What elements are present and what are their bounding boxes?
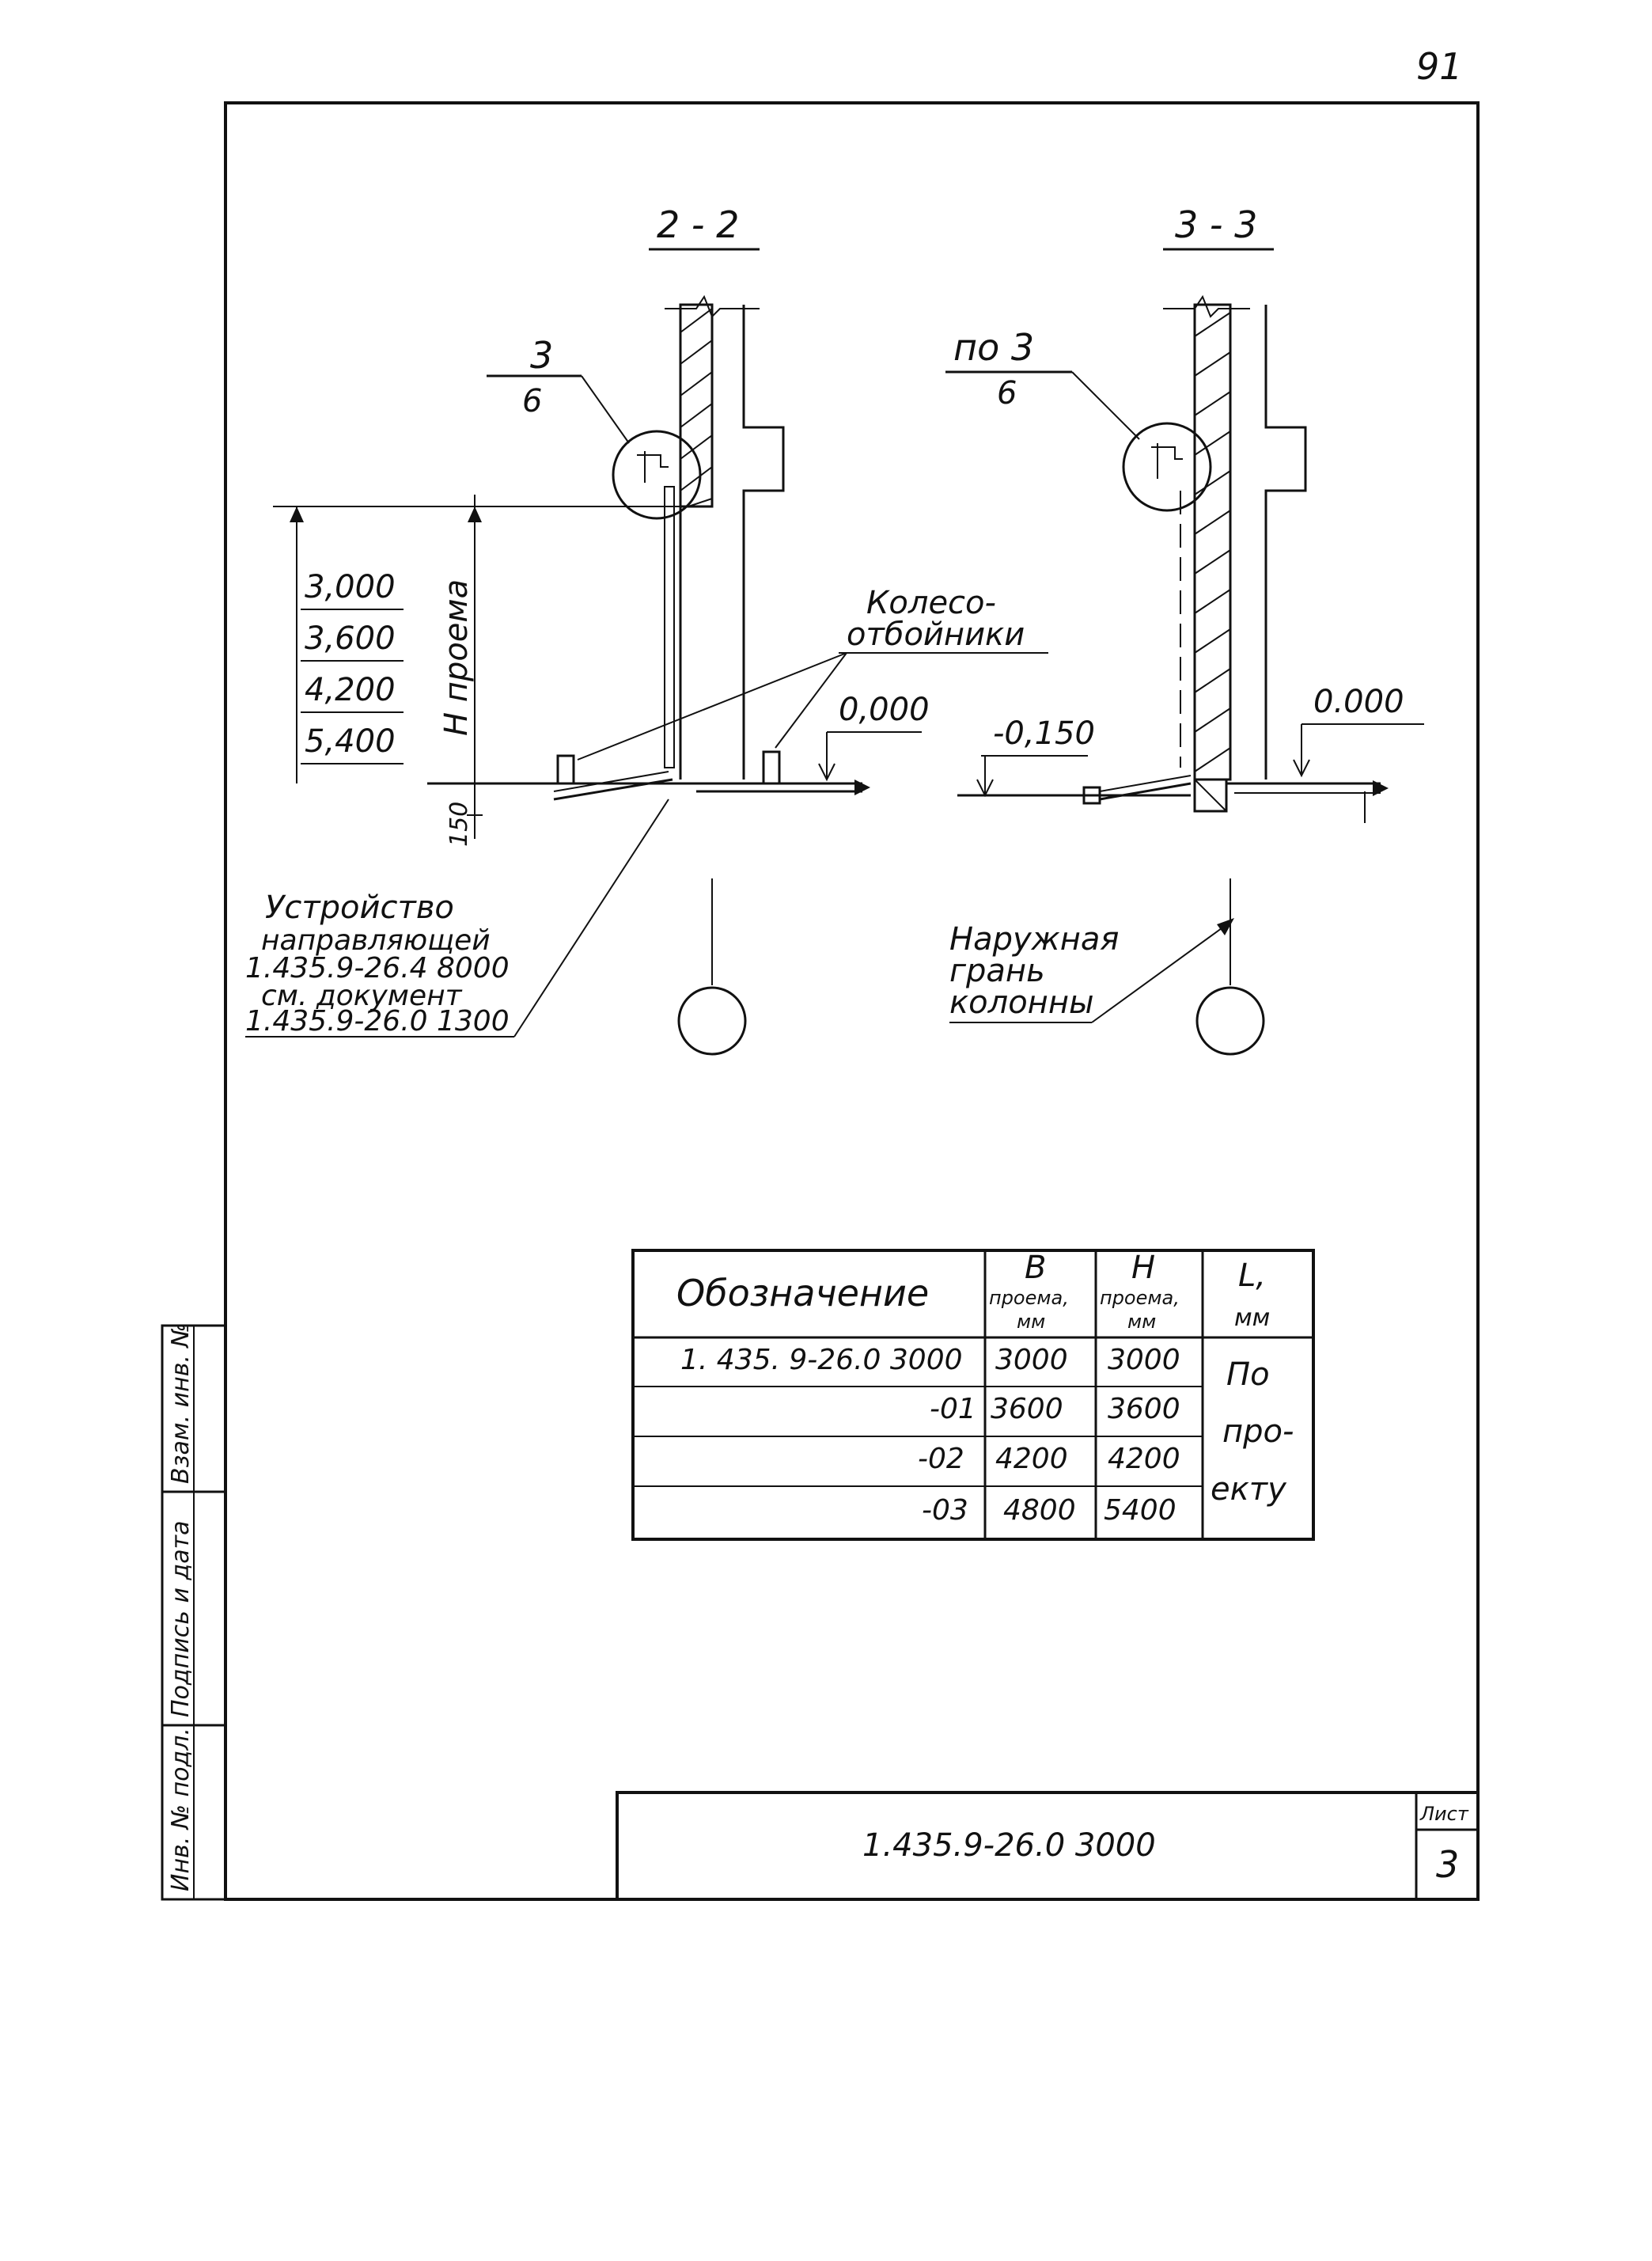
table-row-4-b: 4800 <box>1003 1494 1076 1527</box>
table-row-2-designation: -01 <box>930 1393 976 1425</box>
axis-bubble-right <box>1195 986 1265 1056</box>
height-value-3: 4,200 <box>305 672 396 708</box>
table-row-2-h: 3600 <box>1108 1393 1180 1425</box>
section-3-3-title: 3 - 3 <box>1175 203 1257 246</box>
table-header-l: L, <box>1238 1258 1266 1294</box>
table-l-note-2: про- <box>1222 1413 1294 1450</box>
right-node-sheet: 6 <box>997 375 1017 412</box>
column-face-line-3: колонны <box>949 984 1094 1021</box>
section-2-2-title: 2 - 2 <box>657 203 739 246</box>
table-header-designation: Обозначение <box>676 1272 929 1314</box>
table-row-1-designation: 1. 435. 9-26.0 3000 <box>680 1344 963 1376</box>
title-block: 1.435.9-26.0 3000 Лист 3 <box>616 1791 1480 1901</box>
table-row-1-b: 3000 <box>995 1344 1068 1376</box>
height-value-4: 5,400 <box>305 723 396 760</box>
table-row-2-b: 3600 <box>991 1393 1063 1425</box>
dim-150-label: 150 <box>445 802 473 847</box>
guide-device-line-5: 1.435.9-26.0 1300 <box>245 1005 510 1038</box>
table-row-1-h: 3000 <box>1108 1344 1180 1376</box>
guide-device-label: Устройство направляющей 1.435.9-26.4 800… <box>245 890 510 1038</box>
section-3-3: 3 - 3 по 3 6 -0,150 0.000 <box>945 203 1424 1056</box>
height-value-1: 3,000 <box>305 569 396 605</box>
table-header-h-sub: проема, <box>1100 1287 1180 1309</box>
table-header-h-unit: мм <box>1127 1311 1156 1333</box>
level-right-minus-label: -0,150 <box>993 715 1095 752</box>
designation-table: Обозначение B проема, мм H проема, мм L,… <box>631 1249 1315 1541</box>
guide-device-line-1: Устройство <box>265 890 454 926</box>
section-2-2: 2 - 2 3 6 3,000 <box>245 203 1048 1056</box>
table-row-3-h: 4200 <box>1108 1443 1180 1475</box>
table-header-b: B <box>1025 1250 1046 1286</box>
axis-bubble-left <box>677 986 747 1056</box>
level-left-label: 0,000 <box>839 692 930 728</box>
table-header-b-sub: проема, <box>989 1287 1069 1309</box>
bumpers-label-line1: Колесо- <box>866 585 996 621</box>
left-node-sheet: 6 <box>522 383 542 419</box>
table-header-h: H <box>1131 1250 1155 1286</box>
column-face-line-2: грань <box>949 953 1045 989</box>
table-row-3-b: 4200 <box>995 1443 1068 1475</box>
sheet-number: 3 <box>1436 1843 1459 1886</box>
table-l-note-3: екту <box>1211 1471 1287 1508</box>
table-header-l-unit: мм <box>1234 1304 1270 1332</box>
bumpers-label-line2: отбойники <box>847 616 1025 653</box>
guide-device-line-4: см. документ <box>261 980 463 1012</box>
left-node-number: 3 <box>530 334 553 377</box>
stamp-field-inv-original: Инв. № подл. <box>167 1728 195 1891</box>
side-stamp: Инв. № подл. Подпись и дата Взам. инв. № <box>161 1322 227 1901</box>
column-face-label: Наружная грань колонны <box>949 921 1119 1021</box>
stamp-field-inv-replacement: Взам. инв. № <box>167 1322 195 1484</box>
right-node-number: по 3 <box>953 326 1034 369</box>
stamp-field-signature-date: Подпись и дата <box>167 1521 195 1718</box>
opening-heights-list: 3,000 3,600 4,200 5,400 <box>301 569 404 764</box>
sheet-label: Лист <box>1419 1803 1469 1825</box>
table-row-4-h: 5400 <box>1104 1494 1176 1527</box>
page-number: 91 <box>1416 45 1463 88</box>
table-header-b-unit: мм <box>1017 1311 1045 1333</box>
column-face-line-1: Наружная <box>949 921 1119 958</box>
height-value-2: 3,600 <box>305 620 396 657</box>
table-l-note-1: По <box>1226 1356 1270 1393</box>
document-code: 1.435.9-26.0 3000 <box>862 1827 1156 1864</box>
h-opening-label: H проема <box>438 579 475 736</box>
level-right-label: 0.000 <box>1313 684 1404 720</box>
guide-device-line-3: 1.435.9-26.4 8000 <box>245 952 510 984</box>
table-row-3-designation: -02 <box>918 1443 964 1475</box>
guide-device-line-2: направляющей <box>261 924 491 957</box>
table-row-4-designation: -03 <box>922 1494 968 1527</box>
